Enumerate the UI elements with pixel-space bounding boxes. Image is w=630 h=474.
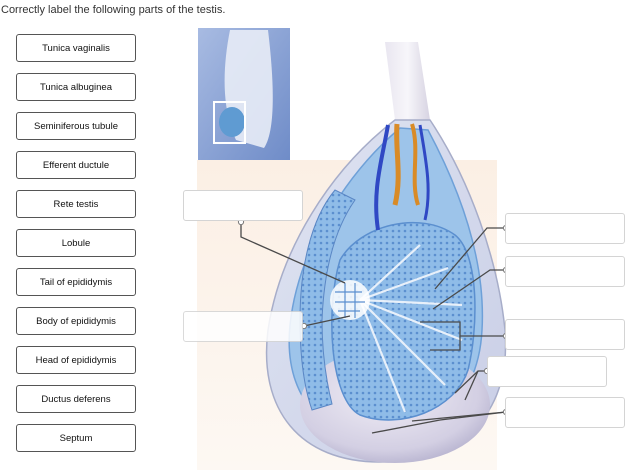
term-lobule[interactable]: Lobule xyxy=(16,229,136,257)
term-efferent-ductule[interactable]: Efferent ductule xyxy=(16,151,136,179)
term-head-of-epididymis[interactable]: Head of epididymis xyxy=(16,346,136,374)
drop-zone-6[interactable] xyxy=(487,356,607,387)
question-prompt: Correctly label the following parts of t… xyxy=(1,4,226,16)
term-tunica-vaginalis[interactable]: Tunica vaginalis xyxy=(16,34,136,62)
drop-zone-2[interactable] xyxy=(183,311,303,342)
drop-zone-7[interactable] xyxy=(505,397,625,428)
drop-zone-4[interactable] xyxy=(505,256,625,287)
epididymis xyxy=(299,189,356,411)
spermatic-cord xyxy=(385,42,430,120)
leader-lines xyxy=(240,222,507,434)
rete-testis xyxy=(330,280,370,320)
drop-zone-5[interactable] xyxy=(505,319,625,350)
overview-thumbnail xyxy=(198,28,290,160)
drop-zone-3[interactable] xyxy=(505,213,625,244)
term-body-of-epididymis[interactable]: Body of epididymis xyxy=(16,307,136,335)
term-tail-of-epididymis[interactable]: Tail of epididymis xyxy=(16,268,136,296)
drop-zone-1[interactable] xyxy=(183,190,303,221)
term-septum[interactable]: Septum xyxy=(16,424,136,452)
term-ductus-deferens[interactable]: Ductus deferens xyxy=(16,385,136,413)
testis-body xyxy=(331,221,476,421)
term-seminiferous-tubule[interactable]: Seminiferous tubule xyxy=(16,112,136,140)
term-tunica-albuginea[interactable]: Tunica albuginea xyxy=(16,73,136,101)
septa xyxy=(358,244,463,413)
term-rete-testis[interactable]: Rete testis xyxy=(16,190,136,218)
